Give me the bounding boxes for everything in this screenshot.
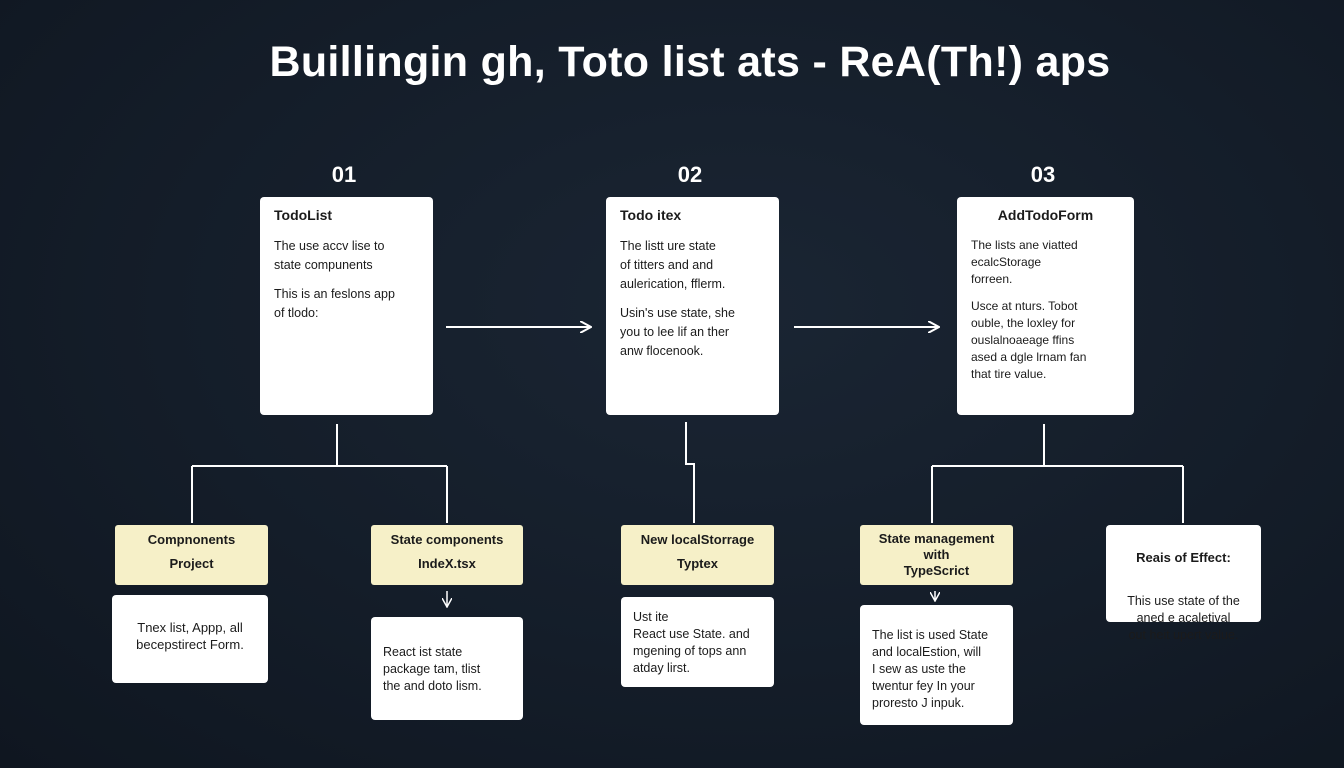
component-card-todo-item: Todo itex The listt ure state of titters… xyxy=(606,197,779,415)
component-card-addtodoform: AddTodoForm The lists ane viatted ecalcS… xyxy=(957,197,1134,415)
card-text: This is an feslons app of tlodo: xyxy=(274,287,395,320)
effect-card: Reais of Effect: This use state of the a… xyxy=(1106,525,1261,642)
label-line: State components xyxy=(390,532,504,547)
card-heading: Todo itex xyxy=(620,207,682,223)
step-number: 01 xyxy=(331,162,357,187)
label-line: Project xyxy=(169,556,214,571)
diagram-title: Buillingin gh, Toto list ats - ReA(Th!) … xyxy=(269,38,1111,86)
card-heading: TodoList xyxy=(274,207,333,223)
card-heading: AddTodoForm xyxy=(997,207,1094,223)
card-text: Usce at nturs. Tobot ouble, the loxley f… xyxy=(971,299,1087,381)
detail-box: Tnex list, Appp, all becepstirect Form. xyxy=(112,595,268,683)
detail-box: React ist state package tam, tlist the a… xyxy=(371,617,523,720)
detail-box: The list is used State and localEstion, … xyxy=(860,605,1013,725)
label-localstorage: New localStorrage Typtex xyxy=(621,525,774,585)
step-number: 03 xyxy=(1030,162,1056,187)
label-state-components: State components IndeX.tsx xyxy=(371,525,523,585)
card-text: The listt ure state of titters and and a… xyxy=(620,239,726,291)
step-number: 02 xyxy=(677,162,703,187)
component-card-todolist: TodoList The use accv lise to state comp… xyxy=(260,197,433,415)
detail-box: Ust ite React use State. and mgening of … xyxy=(621,597,774,687)
label-line: State management with TypeScrict xyxy=(878,531,995,578)
effect-card-text: This use state of the aned e acaletival … xyxy=(1127,594,1240,642)
label-line: Typtex xyxy=(677,556,718,571)
label-state-management: State management with TypeScrict xyxy=(860,525,1013,585)
label-components-project: Compnonents Project xyxy=(115,525,268,585)
label-line: IndeX.tsx xyxy=(418,556,476,571)
card-text: The lists ane viatted ecalcStorage forre… xyxy=(971,238,1078,286)
label-line: Compnonents xyxy=(147,532,236,547)
effect-card-heading: Reais of Effect: xyxy=(1136,550,1231,565)
card-text: Usin's use state, she you to lee lif an … xyxy=(620,306,735,358)
card-text: The use accv lise to state compunents xyxy=(274,239,385,272)
label-line: New localStorrage xyxy=(640,532,755,547)
